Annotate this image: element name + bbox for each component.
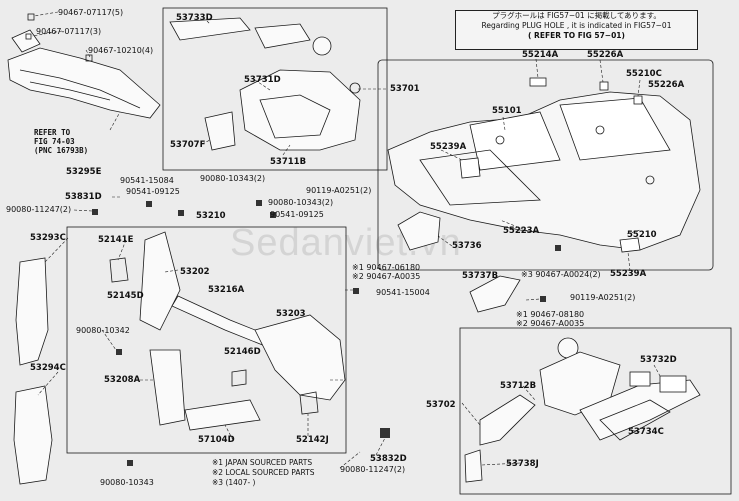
part-label[interactable]: 53732D <box>640 355 677 365</box>
part-label[interactable]: 53733D <box>176 13 213 23</box>
part-label[interactable]: 57104D <box>198 435 235 445</box>
bracket-53737B-shape <box>469 275 521 313</box>
part-label[interactable]: 53731D <box>244 75 281 85</box>
note-line-2: Regarding PLUG HOLE , it is indicated in… <box>481 21 672 30</box>
part-label[interactable]: 53295E <box>66 167 102 177</box>
part-label[interactable]: 53736 <box>452 241 482 251</box>
part-label[interactable]: 53210 <box>196 211 226 221</box>
part-label[interactable]: 90080-10342 <box>76 326 130 335</box>
part-label[interactable]: 90119-A0251(2) <box>306 186 372 195</box>
part-label[interactable]: 53711B <box>270 157 307 167</box>
part-label[interactable]: 53734C <box>628 427 664 437</box>
footnote-date: ※3 (1407- ) <box>212 478 256 487</box>
part-label[interactable]: 90119-A0251(2) <box>570 293 636 302</box>
part-label[interactable]: 55210C <box>626 69 662 79</box>
refer-line-1: REFER TO <box>34 128 71 137</box>
frame-53702 <box>459 327 732 495</box>
leader-lines <box>31 11 661 469</box>
radiator-support-shape <box>109 231 346 431</box>
part-label[interactable]: 53203 <box>276 309 306 319</box>
upper-dash-shape <box>169 17 361 151</box>
part-label[interactable]: ※2 90467-A0035 <box>516 319 585 328</box>
part-label[interactable]: 53202 <box>180 267 210 277</box>
part-label[interactable]: 55210 <box>627 230 657 240</box>
part-label[interactable]: ※1 90467-06180 <box>352 263 421 272</box>
part-label[interactable]: 53702 <box>426 400 456 410</box>
fasteners <box>92 200 561 466</box>
note-line-1: プラグホールは FIG57−01 に掲載してあります。 <box>492 11 661 20</box>
part-label[interactable]: 52145D <box>107 291 144 301</box>
part-label[interactable]: 53701 <box>390 84 420 94</box>
cowl-panel-shape <box>7 13 161 119</box>
frame-dash-insulator <box>377 59 714 271</box>
lower-apron-shape <box>464 337 701 483</box>
part-label[interactable]: 53208A <box>104 375 141 385</box>
footnotes: ※1 JAPAN SOURCED PARTS ※2 LOCAL SOURCED … <box>212 458 315 488</box>
part-label[interactable]: 52146D <box>224 347 261 357</box>
refer-line-3: (PNC 16793B) <box>34 146 89 155</box>
part-label[interactable]: 55223A <box>503 226 540 236</box>
frame-53701 <box>162 7 388 171</box>
part-label[interactable]: 53294C <box>30 363 66 373</box>
part-label[interactable]: 53216A <box>208 285 245 295</box>
part-label[interactable]: 53831D <box>65 192 102 202</box>
seal-53293C-shape <box>15 257 49 366</box>
part-label[interactable]: 55239A <box>610 269 647 279</box>
footnote-japan: ※1 JAPAN SOURCED PARTS <box>212 458 313 467</box>
refer-fig-74[interactable]: REFER TO FIG 74-03 (PNC 16793B) <box>34 128 88 155</box>
part-label[interactable]: 53832D <box>370 454 407 464</box>
part-label[interactable]: 90541-09125 <box>270 210 324 219</box>
part-label[interactable]: 53293C <box>30 233 66 243</box>
part-label[interactable]: 52141E <box>98 235 134 245</box>
refer-line-2: FIG 74-03 <box>34 137 75 146</box>
part-label[interactable]: 55226A <box>587 50 624 60</box>
part-label[interactable]: 90541-09125 <box>126 187 180 196</box>
bracket-53736-shape <box>397 211 441 251</box>
plug-hole-note: プラグホールは FIG57−01 に掲載してあります。 Regarding PL… <box>455 10 698 50</box>
part-label[interactable]: ※1 90467-08180 <box>516 310 585 319</box>
part-label[interactable]: 53737B <box>462 271 499 281</box>
dash-insulator-shape <box>387 77 701 253</box>
part-label[interactable]: 90541-15084 <box>120 176 174 185</box>
part-label[interactable]: 90080-10343(2) <box>268 198 334 207</box>
part-label[interactable]: 55239A <box>430 142 467 152</box>
part-label[interactable]: 52142J <box>296 435 329 445</box>
part-label[interactable]: 90080-11247(2) <box>340 465 406 474</box>
part-label[interactable]: 53712B <box>500 381 537 391</box>
part-label[interactable]: ※2 90467-A0035 <box>352 272 421 281</box>
part-label[interactable]: 90467-10210(4) <box>88 46 154 55</box>
part-label[interactable]: 55226A <box>648 80 685 90</box>
part-label[interactable]: 90541-15004 <box>376 288 430 297</box>
part-label[interactable]: 90080-11247(2) <box>6 205 72 214</box>
seal-53294C-shape <box>13 385 53 485</box>
part-label[interactable]: 90467-07117(3) <box>36 27 102 36</box>
part-label[interactable]: 55214A <box>522 50 559 60</box>
part-label[interactable]: 90080-10343(2) <box>200 174 266 183</box>
note-line-3: ( REFER TO FIG 57−01) <box>528 31 625 40</box>
part-label[interactable]: 53707F <box>170 140 206 150</box>
footnote-local: ※2 LOCAL SOURCED PARTS <box>212 468 315 477</box>
part-label[interactable]: 90080-10343 <box>100 478 154 487</box>
part-label[interactable]: 90467-07117(5) <box>58 8 124 17</box>
part-label[interactable]: 55101 <box>492 106 522 116</box>
part-label[interactable]: ※3 90467-A0024(2) <box>521 270 601 279</box>
part-label[interactable]: 53738J <box>506 459 539 469</box>
frame-53210 <box>66 226 347 454</box>
